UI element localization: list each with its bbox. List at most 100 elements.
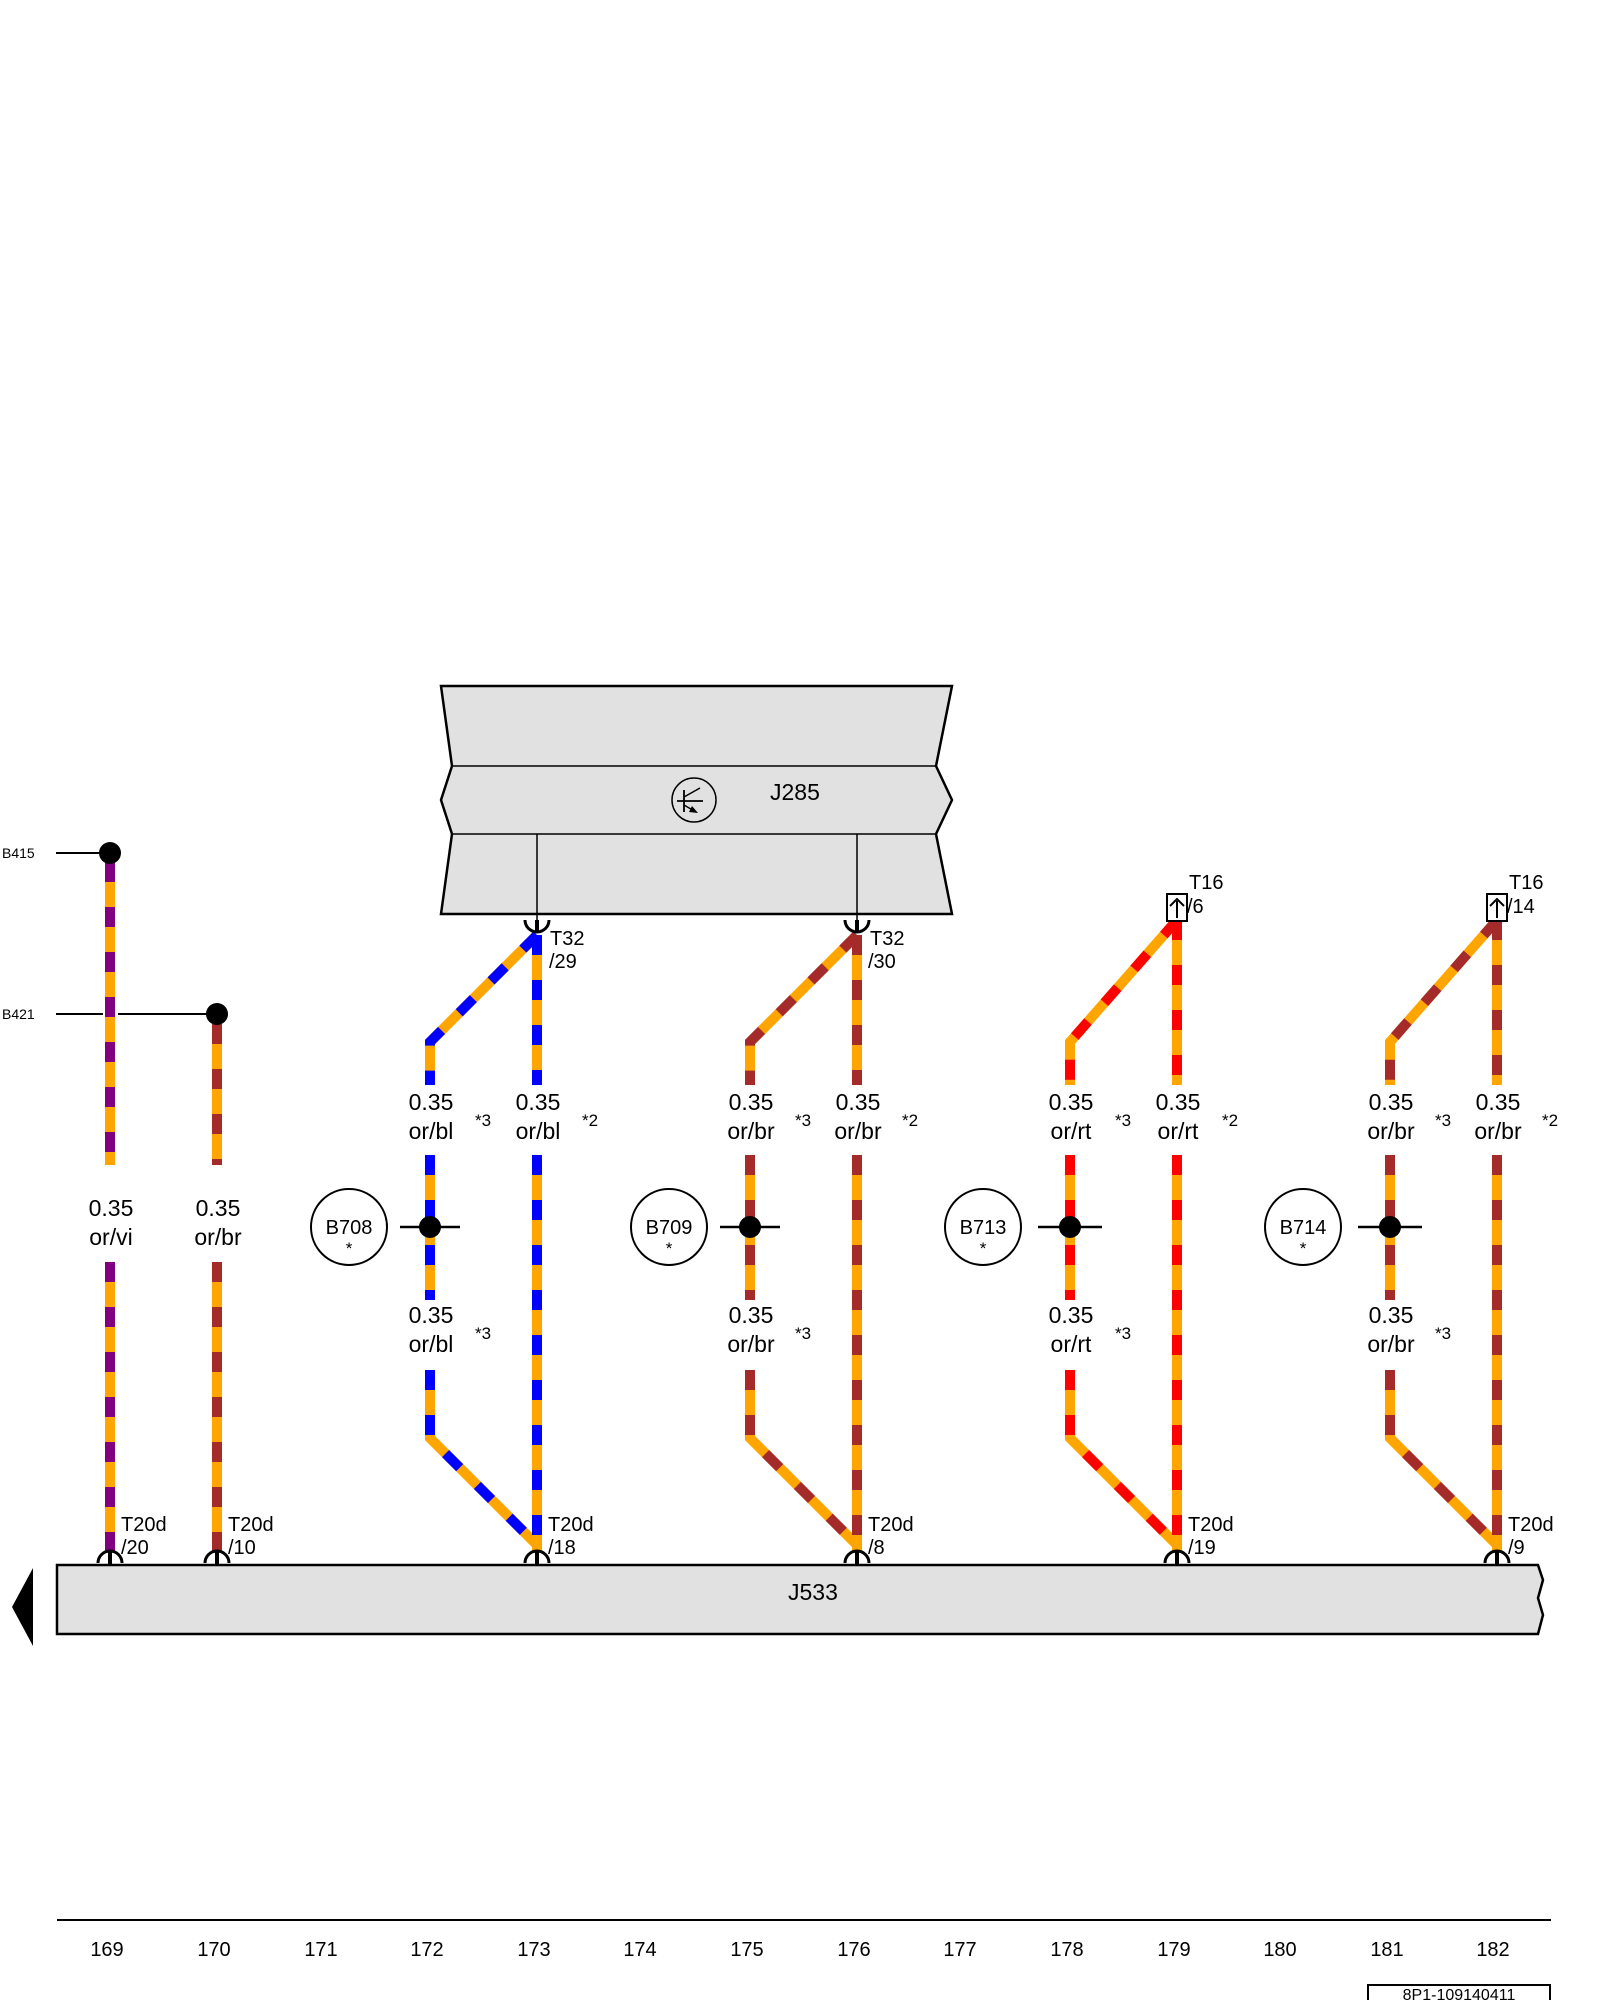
wire-172-173-branch-bottom[interactable] xyxy=(425,1370,541,1549)
wire-label-172-top: 0.35 or/bl *3 xyxy=(409,1089,491,1144)
connector-name-t20d-10: T20d xyxy=(228,1514,274,1536)
splice-b713[interactable]: B713 * xyxy=(944,1188,1102,1266)
wire-label-181-bottom: 0.35 or/br *3 xyxy=(1367,1302,1451,1357)
wire-178-179-branch-bottom[interactable] xyxy=(1065,1370,1181,1549)
connector-name-t20d-18: T20d xyxy=(548,1514,594,1536)
splice-star-b708: * xyxy=(346,1239,353,1258)
connector-pin-t32-30: /30 xyxy=(868,951,896,973)
wire-note: *3 xyxy=(1115,1324,1131,1343)
splice-b714[interactable]: B714 * xyxy=(1264,1188,1422,1266)
wire-color: or/rt xyxy=(1051,1118,1093,1144)
connector-t20d-18[interactable]: T20d /18 xyxy=(523,1514,594,1565)
scale-number: 182 xyxy=(1476,1939,1509,1961)
scale-number: 175 xyxy=(730,1939,763,1961)
wire-label-173: 0.35 or/bl *2 xyxy=(516,1089,598,1144)
connector-t16-6[interactable]: T16 /6 xyxy=(1166,872,1223,922)
wire-color: or/br xyxy=(194,1224,242,1250)
scale-number: 176 xyxy=(837,1939,870,1961)
scale-number: 178 xyxy=(1050,1939,1083,1961)
component-j285[interactable]: J285 xyxy=(439,684,954,920)
wire-size: 0.35 xyxy=(1369,1089,1414,1115)
splice-b709[interactable]: B709 * xyxy=(630,1188,780,1266)
scale-number: 169 xyxy=(90,1939,123,1961)
wire-label-179: 0.35 or/rt *2 xyxy=(1156,1089,1238,1144)
wire-color: or/bl xyxy=(516,1118,561,1144)
connector-pin-t20d-8: /8 xyxy=(868,1537,885,1559)
connector-name-t20d-19: T20d xyxy=(1188,1514,1234,1536)
connector-name-t32-29: T32 xyxy=(550,928,584,950)
splice-label-b713: B713 xyxy=(960,1217,1007,1239)
connector-t16-14[interactable]: T16 /14 xyxy=(1486,872,1543,922)
wire-note: *3 xyxy=(795,1324,811,1343)
wire-181-182-branch-bottom[interactable] xyxy=(1385,1370,1501,1549)
wire-color: or/br xyxy=(727,1118,775,1144)
splice-star-b714: * xyxy=(1300,1239,1307,1258)
wire-label-178-bottom: 0.35 or/rt *3 xyxy=(1049,1302,1131,1357)
connector-pin-t20d-19: /19 xyxy=(1188,1537,1216,1559)
transistor-icon xyxy=(671,777,717,823)
scale-number: 170 xyxy=(197,1939,230,1961)
bus-label-b415: B415 xyxy=(2,845,35,861)
wire-note: *2 xyxy=(582,1111,598,1130)
wire-175-176-branch-bottom[interactable] xyxy=(745,1370,861,1549)
connector-t20d-20[interactable]: T20d /20 xyxy=(96,1514,167,1565)
connector-pin-t32-29: /29 xyxy=(549,951,577,973)
wire-size: 0.35 xyxy=(1476,1089,1521,1115)
wire-note: *2 xyxy=(902,1111,918,1130)
splice-b708[interactable]: B708 * xyxy=(310,1188,460,1266)
scale-number: 173 xyxy=(517,1939,550,1961)
splice-label-b708: B708 xyxy=(326,1217,373,1239)
wire-label-182: 0.35 or/br *2 xyxy=(1474,1089,1558,1144)
wire-181-182-branch-top[interactable] xyxy=(1385,916,1501,1085)
scale-number: 181 xyxy=(1370,1939,1403,1961)
wire-175-176-branch-top[interactable] xyxy=(745,931,861,1085)
connector-name-t20d-8: T20d xyxy=(868,1514,914,1536)
wire-size: 0.35 xyxy=(729,1302,774,1328)
wire-layer xyxy=(105,862,1502,1551)
splice-star-b709: * xyxy=(666,1239,673,1258)
connector-t32-29[interactable]: T32 /29 xyxy=(523,919,584,973)
splice-star-b713: * xyxy=(980,1239,987,1258)
wire-178-179-branch-top[interactable] xyxy=(1065,916,1181,1085)
connector-t20d-8[interactable]: T20d /8 xyxy=(843,1514,914,1565)
wire-size: 0.35 xyxy=(89,1195,134,1221)
wire-size: 0.35 xyxy=(1049,1089,1094,1115)
connector-t20d-9[interactable]: T20d /9 xyxy=(1483,1514,1554,1565)
connector-name-t20d-9: T20d xyxy=(1508,1514,1554,1536)
bus-label-b421: B421 xyxy=(2,1006,35,1022)
splice-label-b709: B709 xyxy=(646,1217,693,1239)
wire-color: or/br xyxy=(1474,1118,1522,1144)
scale-number: 179 xyxy=(1157,1939,1190,1961)
wire-label-181-top: 0.35 or/br *3 xyxy=(1367,1089,1451,1144)
wire-label-172-bottom: 0.35 or/bl *3 xyxy=(409,1302,491,1357)
connector-pin-t16-6: /6 xyxy=(1187,896,1204,918)
connector-name-t20d-20: T20d xyxy=(121,1514,167,1536)
wire-color: or/br xyxy=(834,1118,882,1144)
scale-number: 174 xyxy=(623,1939,656,1961)
bus-b421[interactable]: B421 xyxy=(2,1003,228,1025)
connector-name-t32-30: T32 xyxy=(870,928,904,950)
wire-label-176: 0.35 or/br *2 xyxy=(834,1089,918,1144)
wire-note: *2 xyxy=(1542,1111,1558,1130)
wire-size: 0.35 xyxy=(196,1195,241,1221)
wire-color: or/rt xyxy=(1051,1331,1093,1357)
bus-b415[interactable]: B415 xyxy=(2,842,121,864)
wire-size: 0.35 xyxy=(516,1089,561,1115)
page-continuation-arrow-icon[interactable] xyxy=(12,1568,33,1646)
component-j533[interactable]: J533 xyxy=(55,1563,1545,1636)
component-label-j533: J533 xyxy=(788,1579,838,1605)
wire-label-175-top: 0.35 or/br *3 xyxy=(727,1089,811,1144)
connector-t32-30[interactable]: T32 /30 xyxy=(843,919,904,973)
wire-label-178-top: 0.35 or/rt *3 xyxy=(1049,1089,1131,1144)
wire-color: or/br xyxy=(1367,1118,1415,1144)
wire-color: or/vi xyxy=(89,1224,132,1250)
wire-172-173-branch-top[interactable] xyxy=(425,931,541,1085)
wire-color: or/br xyxy=(1367,1331,1415,1357)
component-label-j285: J285 xyxy=(770,779,820,805)
connector-t20d-19[interactable]: T20d /19 xyxy=(1163,1514,1234,1565)
wire-size: 0.35 xyxy=(409,1302,454,1328)
scale-number: 180 xyxy=(1263,1939,1296,1961)
connector-t20d-10[interactable]: T20d /10 xyxy=(203,1514,274,1565)
connector-pin-t20d-9: /9 xyxy=(1508,1537,1525,1559)
